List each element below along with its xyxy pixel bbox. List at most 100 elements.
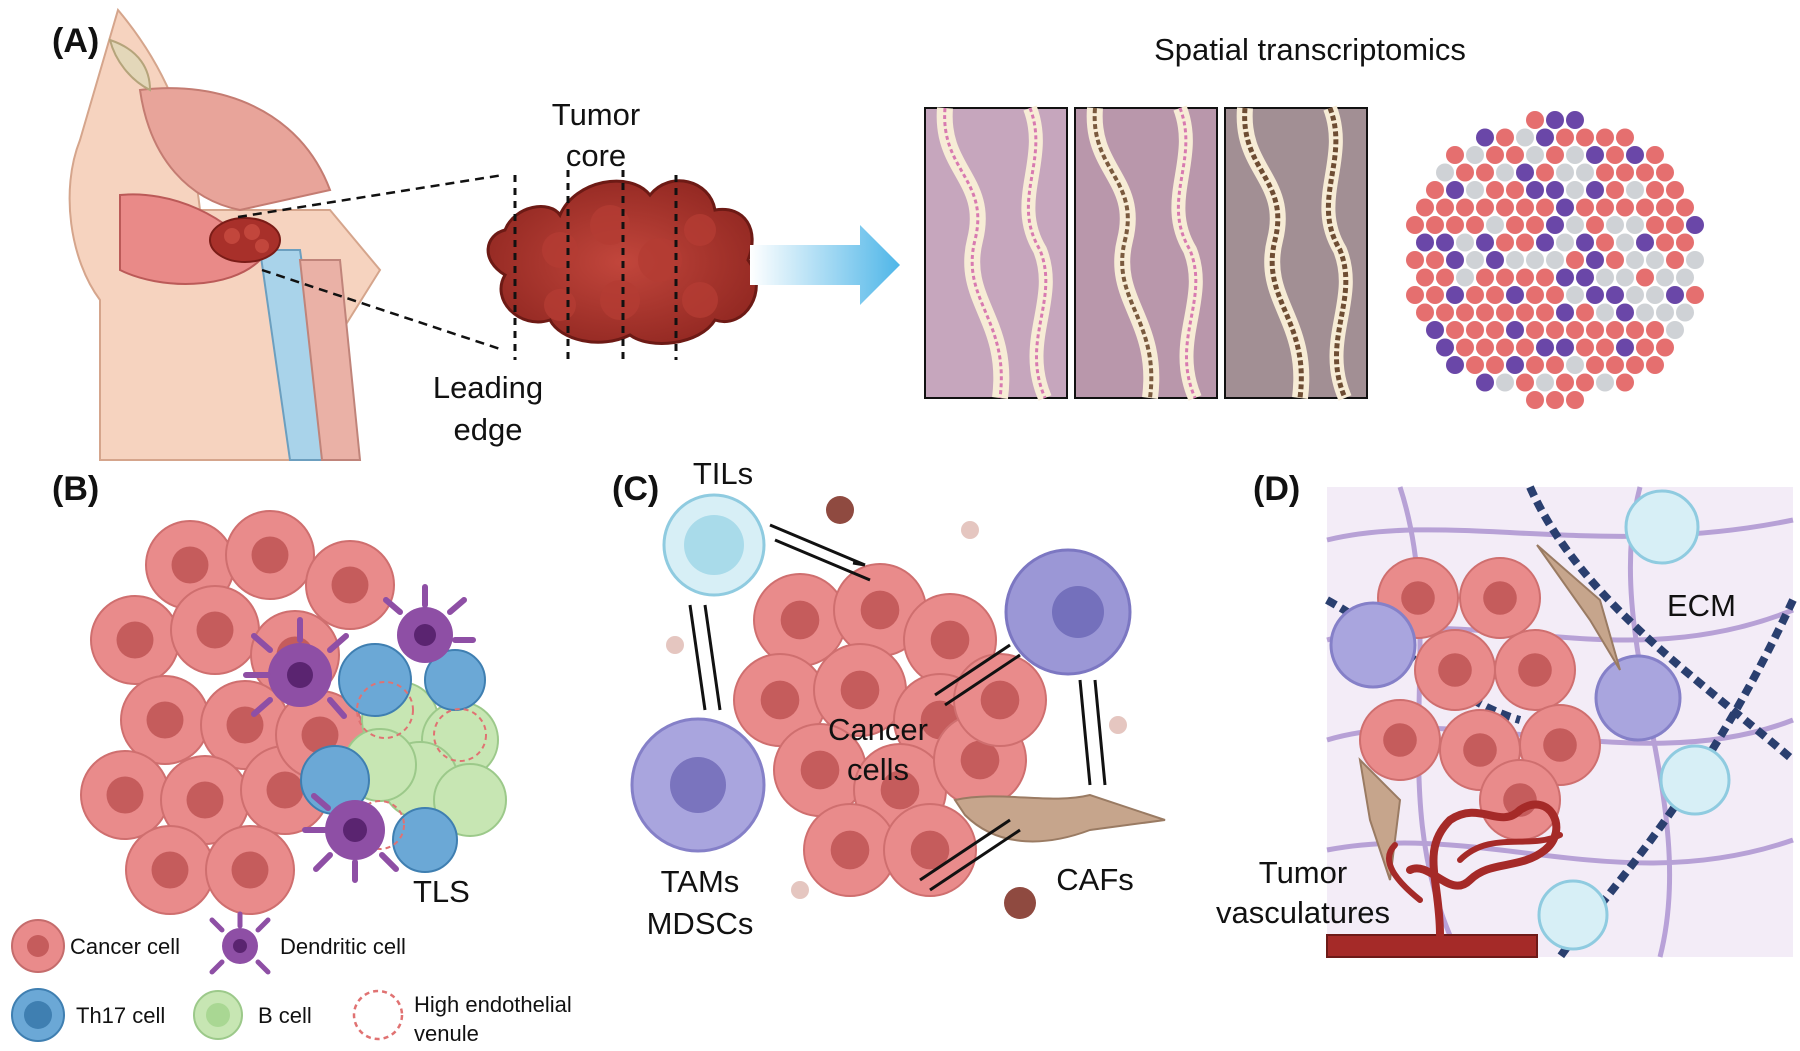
spatial-spot [1576, 128, 1594, 147]
spatial-spot [1596, 268, 1614, 287]
panel-c-label: (C) [612, 470, 659, 508]
spatial-spot [1636, 163, 1654, 182]
spatial-spot [1416, 233, 1434, 252]
cancer-cell [170, 585, 260, 675]
vasculature-label-line2: vasculatures [1216, 895, 1390, 930]
spatial-spot [1686, 216, 1704, 234]
spatial-spot [1576, 233, 1594, 252]
primary-tumor-small [209, 217, 281, 263]
caf-cell-c [1004, 548, 1132, 676]
tumor-core-label-line2: core [566, 138, 626, 173]
dendritic-cell [243, 617, 349, 719]
spatial-spot [1596, 373, 1614, 392]
legend-cancer-cell-label: Cancer cell [70, 934, 180, 959]
tls-cluster [243, 584, 507, 883]
cancer-cells-label-line2: cells [847, 752, 909, 787]
spatial-spot [1486, 251, 1504, 269]
spatial-spot [1646, 286, 1664, 304]
hev [433, 708, 487, 762]
spatial-spot [1526, 321, 1544, 339]
cancer-cell [80, 750, 170, 840]
spatial-spot [1486, 146, 1504, 164]
cancer-cell [305, 540, 395, 630]
spatial-spot [1616, 268, 1634, 287]
spatial-spot [1606, 216, 1624, 234]
spatial-spot [1626, 181, 1644, 199]
spatial-spot [1566, 216, 1584, 234]
spatial-spot [1586, 146, 1604, 164]
spatial-spot [1466, 356, 1484, 374]
spatial-spot [1626, 321, 1644, 339]
spatial-spot [1476, 373, 1494, 392]
zoom-line-bottom [261, 268, 504, 352]
cancer-cell [833, 563, 927, 657]
spatial-spot [1436, 268, 1454, 287]
spatial-spot [1536, 128, 1554, 147]
spatial-spot [1536, 303, 1554, 322]
til-cell [662, 493, 766, 597]
spatial-spot [1606, 146, 1624, 164]
spatial-spot [1566, 181, 1584, 199]
spatial-spot [1576, 198, 1594, 217]
spatial-spot [1526, 286, 1544, 304]
spatial-spot [1406, 216, 1424, 234]
spatial-spot [1506, 216, 1524, 234]
cytokine [1109, 716, 1127, 734]
ecm-label: ECM [1667, 588, 1736, 623]
spatial-spot [1666, 286, 1684, 304]
spatial-spot [1656, 303, 1674, 322]
spatial-spot [1566, 111, 1584, 129]
spatial-spot [1496, 163, 1514, 182]
spatial-spot [1536, 198, 1554, 217]
spatial-spot [1526, 356, 1544, 374]
spatial-spot [1426, 286, 1444, 304]
spatial-spot [1566, 286, 1584, 304]
spatial-spot [1616, 233, 1634, 252]
spatial-spot [1416, 268, 1434, 287]
spatial-spot [1606, 251, 1624, 269]
spatial-spot [1576, 373, 1594, 392]
spatial-spot [1416, 198, 1434, 217]
spatial-spot [1656, 163, 1674, 182]
spatial-spot [1666, 251, 1684, 269]
spatial-spot [1496, 198, 1514, 217]
spatial-spot [1546, 181, 1564, 199]
spatial-spot [1546, 391, 1564, 409]
cytokine [826, 496, 854, 524]
spatial-spot [1486, 216, 1504, 234]
spatial-spot [1586, 251, 1604, 269]
spatial-spot [1546, 356, 1564, 374]
flow-arrow [750, 225, 900, 305]
spatial-spot [1556, 373, 1574, 392]
th17-cell [338, 643, 412, 717]
tils-label: TILs [693, 456, 753, 491]
spatial-spot [1506, 321, 1524, 339]
histology-slide-1 [924, 105, 1068, 401]
histology-slide-2 [1074, 105, 1218, 401]
th17-cell [424, 649, 486, 711]
fibroblast-c [953, 793, 1166, 843]
spatial-spot [1676, 303, 1694, 322]
spatial-spot [1456, 233, 1474, 252]
spatial-spot [1526, 251, 1544, 269]
spatial-spot [1466, 216, 1484, 234]
spatial-spot [1566, 391, 1584, 409]
spatial-spot [1476, 233, 1494, 252]
spatial-spot [1626, 146, 1644, 164]
spatial-spot [1526, 181, 1544, 199]
spatial-spot [1556, 268, 1574, 287]
spatial-spot [1586, 286, 1604, 304]
spatial-spot [1676, 233, 1694, 252]
legend-hev-label-line2: venule [414, 1021, 479, 1046]
spatial-spot [1436, 338, 1454, 357]
spatial-spot [1456, 303, 1474, 322]
spatial-spot [1476, 303, 1494, 322]
spatial-spot [1556, 338, 1574, 357]
tumor-core-label-line1: Tumor [552, 97, 640, 132]
hev [356, 681, 414, 739]
cancer-cell [120, 675, 210, 765]
t-cell [1624, 489, 1700, 565]
dendritic-cell [302, 793, 399, 883]
cytokine [666, 636, 684, 654]
spatial-spot [1646, 216, 1664, 234]
